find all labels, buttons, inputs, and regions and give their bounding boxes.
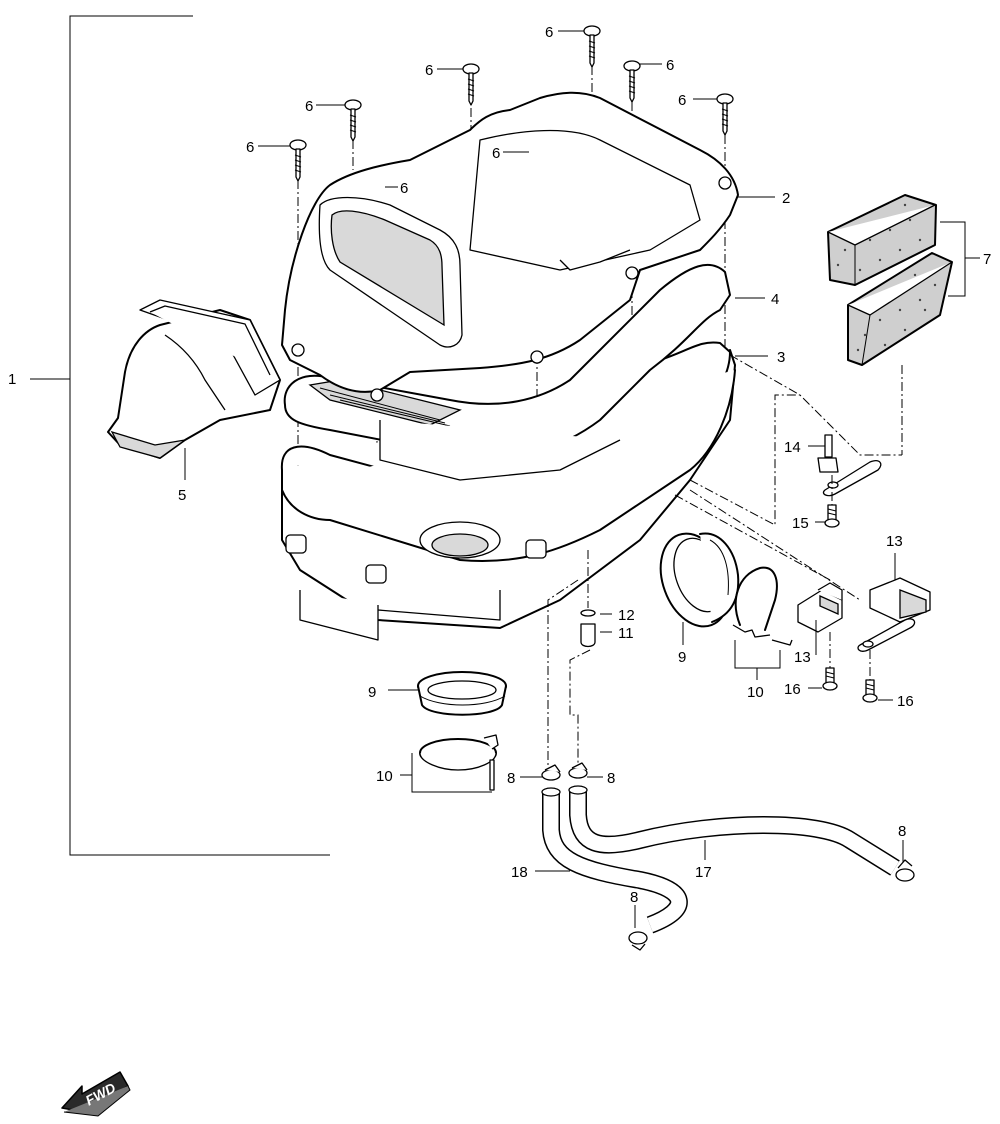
label-18: 18 — [511, 864, 528, 881]
sensor-13-right — [857, 577, 931, 703]
label-6: 6 — [545, 24, 553, 41]
callout-labels: 1 6 6 6 6 6 6 6 6 2 4 3 7 5 14 15 13 13 … — [8, 24, 991, 906]
foam-texture — [836, 203, 937, 352]
hose-17 — [568, 785, 900, 876]
label-7: 7 — [983, 251, 991, 268]
label-6: 6 — [666, 57, 674, 74]
connector-9-left — [417, 671, 507, 716]
label-5: 5 — [178, 487, 186, 504]
screw-icon — [583, 25, 601, 68]
screw-icon — [344, 99, 362, 142]
sensor-13-left — [797, 582, 843, 691]
leader-lines — [258, 30, 904, 928]
label-6: 6 — [305, 98, 313, 115]
sensor-guides — [674, 394, 861, 601]
label-9: 9 — [678, 649, 686, 666]
label-10: 10 — [747, 684, 764, 701]
label-8: 8 — [630, 889, 638, 906]
label-17: 17 — [695, 864, 712, 881]
filter-elements-7 — [729, 194, 980, 456]
label-8: 8 — [607, 770, 615, 787]
label-9: 9 — [368, 684, 376, 701]
bolt-icon — [824, 504, 840, 528]
hose-guides — [547, 579, 591, 770]
label-16: 16 — [897, 693, 914, 710]
hose-18 — [541, 787, 688, 934]
label-3: 3 — [777, 349, 785, 366]
label-12: 12 — [618, 607, 635, 624]
label-2: 2 — [782, 190, 790, 207]
bolt-icon — [862, 679, 878, 703]
label-13: 13 — [886, 533, 903, 550]
clamp-10-left — [411, 734, 499, 793]
label-6: 6 — [425, 62, 433, 79]
bolt-icon — [822, 667, 838, 691]
label-16: 16 — [784, 681, 801, 698]
label-10: 10 — [376, 768, 393, 785]
label-1: 1 — [8, 371, 16, 388]
label-6: 6 — [400, 180, 408, 197]
sensor-14-15 — [817, 434, 882, 528]
connector-9-right — [659, 532, 740, 628]
fwd-arrow: FWD — [61, 1071, 131, 1117]
drain-plug-11-12 — [580, 550, 596, 648]
assembly-bracket-1 — [30, 15, 330, 856]
screw-icon — [462, 63, 480, 106]
label-8: 8 — [898, 823, 906, 840]
screw-icon — [716, 93, 734, 136]
label-6: 6 — [492, 145, 500, 162]
label-13: 13 — [794, 649, 811, 666]
hose-clamp-8 — [541, 762, 915, 951]
screw-icon — [289, 139, 307, 182]
element-frame-4 — [283, 263, 731, 481]
label-6: 6 — [246, 139, 254, 156]
label-6: 6 — [678, 92, 686, 109]
label-14: 14 — [784, 439, 801, 456]
label-8: 8 — [507, 770, 515, 787]
clamp-10-right — [732, 566, 793, 680]
label-4: 4 — [771, 291, 779, 308]
intake-duct-5 — [107, 299, 281, 480]
label-11: 11 — [618, 625, 634, 642]
label-15: 15 — [792, 515, 809, 532]
air-cleaner-cover-upper — [281, 91, 739, 402]
screw-icon — [623, 60, 641, 103]
